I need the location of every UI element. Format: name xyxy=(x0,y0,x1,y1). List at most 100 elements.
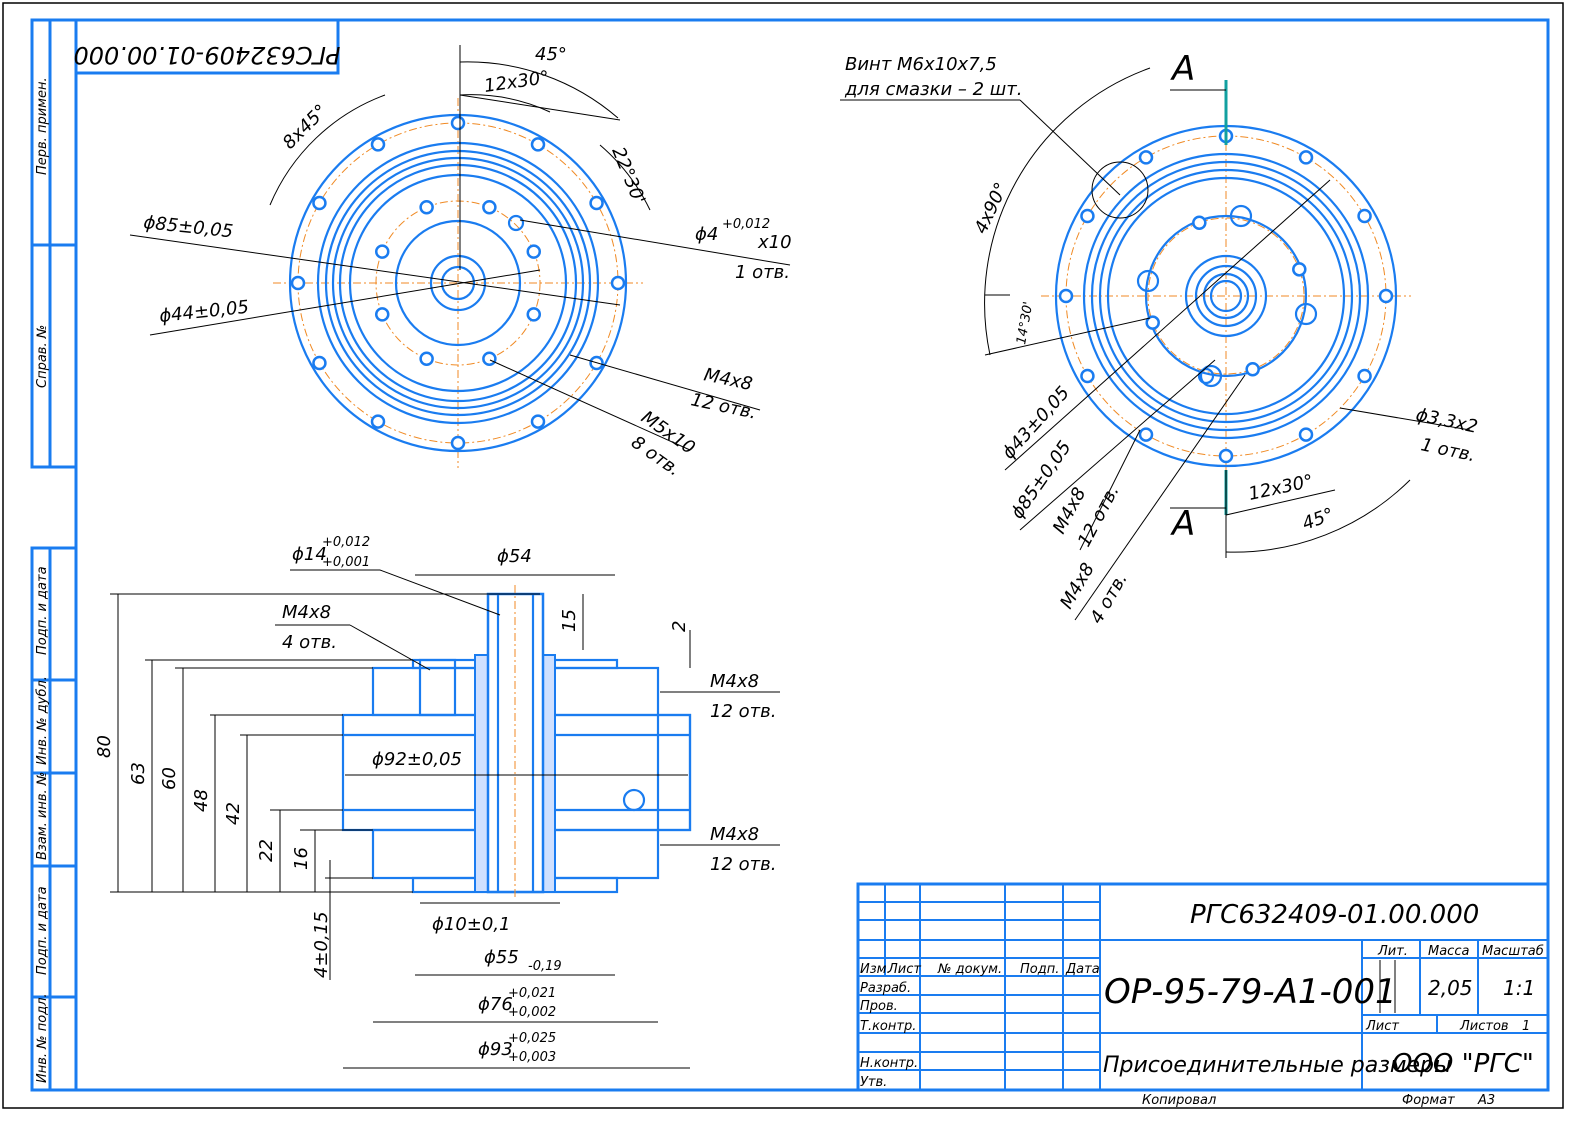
threaded-hole xyxy=(526,244,542,259)
drawing-code: РГС632409-01.00.000 xyxy=(1190,900,1479,930)
body-contour xyxy=(338,163,578,403)
annotation-text: 1:1 xyxy=(1503,976,1535,1000)
feature-hole xyxy=(1294,302,1318,326)
annotation-text: Утв. xyxy=(860,1075,887,1090)
annotation-text: 45° xyxy=(535,44,567,65)
mounting-hole xyxy=(1080,208,1095,224)
feature-hole xyxy=(507,214,525,232)
annotation-text: Пров. xyxy=(860,999,898,1014)
annotation-text: M4x8 xyxy=(282,602,331,623)
body-contour xyxy=(440,265,476,301)
annotation-text: 4±0,15 xyxy=(311,911,332,978)
strip-label: Подп. и дата xyxy=(35,566,50,655)
mounting-hole xyxy=(1357,208,1372,224)
mounting-hole xyxy=(530,414,546,429)
annotation-text: Разраб. xyxy=(860,981,911,996)
mounting-hole xyxy=(450,435,466,451)
mounting-hole xyxy=(370,137,386,152)
annotation-text: Формат xyxy=(1402,1093,1455,1108)
annotation-text: M4x8 xyxy=(710,671,759,692)
body-contour xyxy=(348,173,568,393)
annotation-text: +0,025 xyxy=(508,1031,556,1046)
annotation-text: 60 xyxy=(159,767,180,790)
annotation-text: 12x30° xyxy=(483,67,551,97)
annotation-text: № докум. xyxy=(937,962,1002,977)
annotation-text: Листов xyxy=(1459,1019,1509,1034)
feature-hole xyxy=(1199,364,1223,388)
body-contour xyxy=(288,113,628,453)
annotation-text: 4x90° xyxy=(970,179,1012,237)
body-contour xyxy=(1194,264,1258,328)
section-view xyxy=(341,585,692,900)
document-number: ОР-95-79-А1-001 xyxy=(1104,972,1397,1012)
annotation-text: Лит. xyxy=(1377,944,1408,959)
mounting-hole xyxy=(370,414,386,429)
bolt-circle xyxy=(1147,217,1305,375)
strip-label: Подп. и дата xyxy=(35,886,50,975)
annotation-text: Дата xyxy=(1065,962,1100,977)
annotation-text: ϕ54 xyxy=(497,546,532,567)
annotation-text: 2 xyxy=(669,621,690,632)
rear-view-dims: Винт М6х10х7,5 для смазки – 2 шт. А А 4x… xyxy=(840,49,1480,628)
annotation-text: 4 отв. xyxy=(282,632,337,653)
annotation-text: ϕ85±0,05 xyxy=(142,212,234,242)
annotation-text: 2,05 xyxy=(1428,976,1473,1000)
annotation-text: +0,003 xyxy=(508,1050,556,1065)
strip-label: Перв. примен. xyxy=(35,77,50,175)
annotation-text: 63 xyxy=(128,762,149,785)
mounting-hole xyxy=(1357,368,1372,384)
body-contour xyxy=(324,149,592,417)
feature-hole xyxy=(1229,204,1253,228)
threaded-hole xyxy=(419,199,434,215)
title-block: Изм. Лист № докум. Подп. Дата Разраб. Пр… xyxy=(856,882,1550,1108)
body-contour xyxy=(1090,160,1362,432)
bolt-circle xyxy=(297,122,619,444)
threaded-hole xyxy=(1145,315,1160,330)
annotation-text: А xyxy=(1170,504,1195,544)
annotation-text: Изм. xyxy=(860,962,891,977)
annotation-text: Масса xyxy=(1428,944,1469,959)
mounting-hole xyxy=(1138,427,1154,442)
annotation-text: 15 xyxy=(559,609,580,632)
annotation-text: ϕ4 xyxy=(695,224,718,245)
strip-label: Инв. № подл. xyxy=(35,993,50,1083)
mounting-hole xyxy=(1298,427,1314,442)
sheet-border xyxy=(2,2,1564,1109)
annotation-text: 12x30° xyxy=(1247,471,1315,505)
bolt-circle xyxy=(375,200,541,366)
threaded-hole xyxy=(374,307,390,322)
annotation-text: 1 xyxy=(1522,1019,1530,1034)
rear-view xyxy=(1041,111,1411,481)
annotation-text: 42 xyxy=(223,802,244,825)
annotation-text: ϕ76 xyxy=(478,994,513,1015)
body-contour xyxy=(1082,152,1370,440)
annotation-text: +0,021 xyxy=(508,986,556,1001)
annotation-text: +0,012 xyxy=(322,535,370,550)
threaded-hole xyxy=(482,199,497,215)
annotation-text: для смазки – 2 шт. xyxy=(844,79,1022,100)
annotation-text: А3 xyxy=(1477,1093,1495,1108)
section-view-dims: ϕ14 +0,012 +0,001 ϕ54 M4x8 4 отв. 15 2 M… xyxy=(94,535,780,1069)
front-view xyxy=(273,98,643,468)
annotation-text: 8x45° xyxy=(279,100,332,153)
threaded-hole xyxy=(1292,262,1307,277)
annotation-text: 48 xyxy=(191,789,212,812)
annotation-text: ϕ92±0,05 xyxy=(372,749,462,770)
feature-hole xyxy=(1136,269,1160,293)
annotation-text: 1 отв. xyxy=(1419,434,1477,466)
threaded-hole xyxy=(482,351,497,367)
annotation-text: 45° xyxy=(1300,504,1337,535)
side-strip: Перв. примен. Справ. № Подп. и дата Инв.… xyxy=(30,18,78,1092)
annotation-text: ϕ93 xyxy=(478,1039,513,1060)
annotation-text: ϕ14 xyxy=(292,544,327,565)
annotation-text: Копировал xyxy=(1142,1093,1216,1108)
mounting-hole xyxy=(450,115,466,131)
mounting-hole xyxy=(1138,150,1154,165)
annotation-text: ϕ3,3x2 xyxy=(1414,404,1480,438)
annotation-text: +0,001 xyxy=(322,555,370,570)
annotation-text: x10 xyxy=(757,232,792,253)
annotation-text: 14°30' xyxy=(1014,301,1036,346)
organization: ООО "РГС" xyxy=(1392,1049,1534,1079)
annotation-text: Т.контр. xyxy=(860,1019,916,1034)
annotation-text: Подп. xyxy=(1020,962,1059,977)
